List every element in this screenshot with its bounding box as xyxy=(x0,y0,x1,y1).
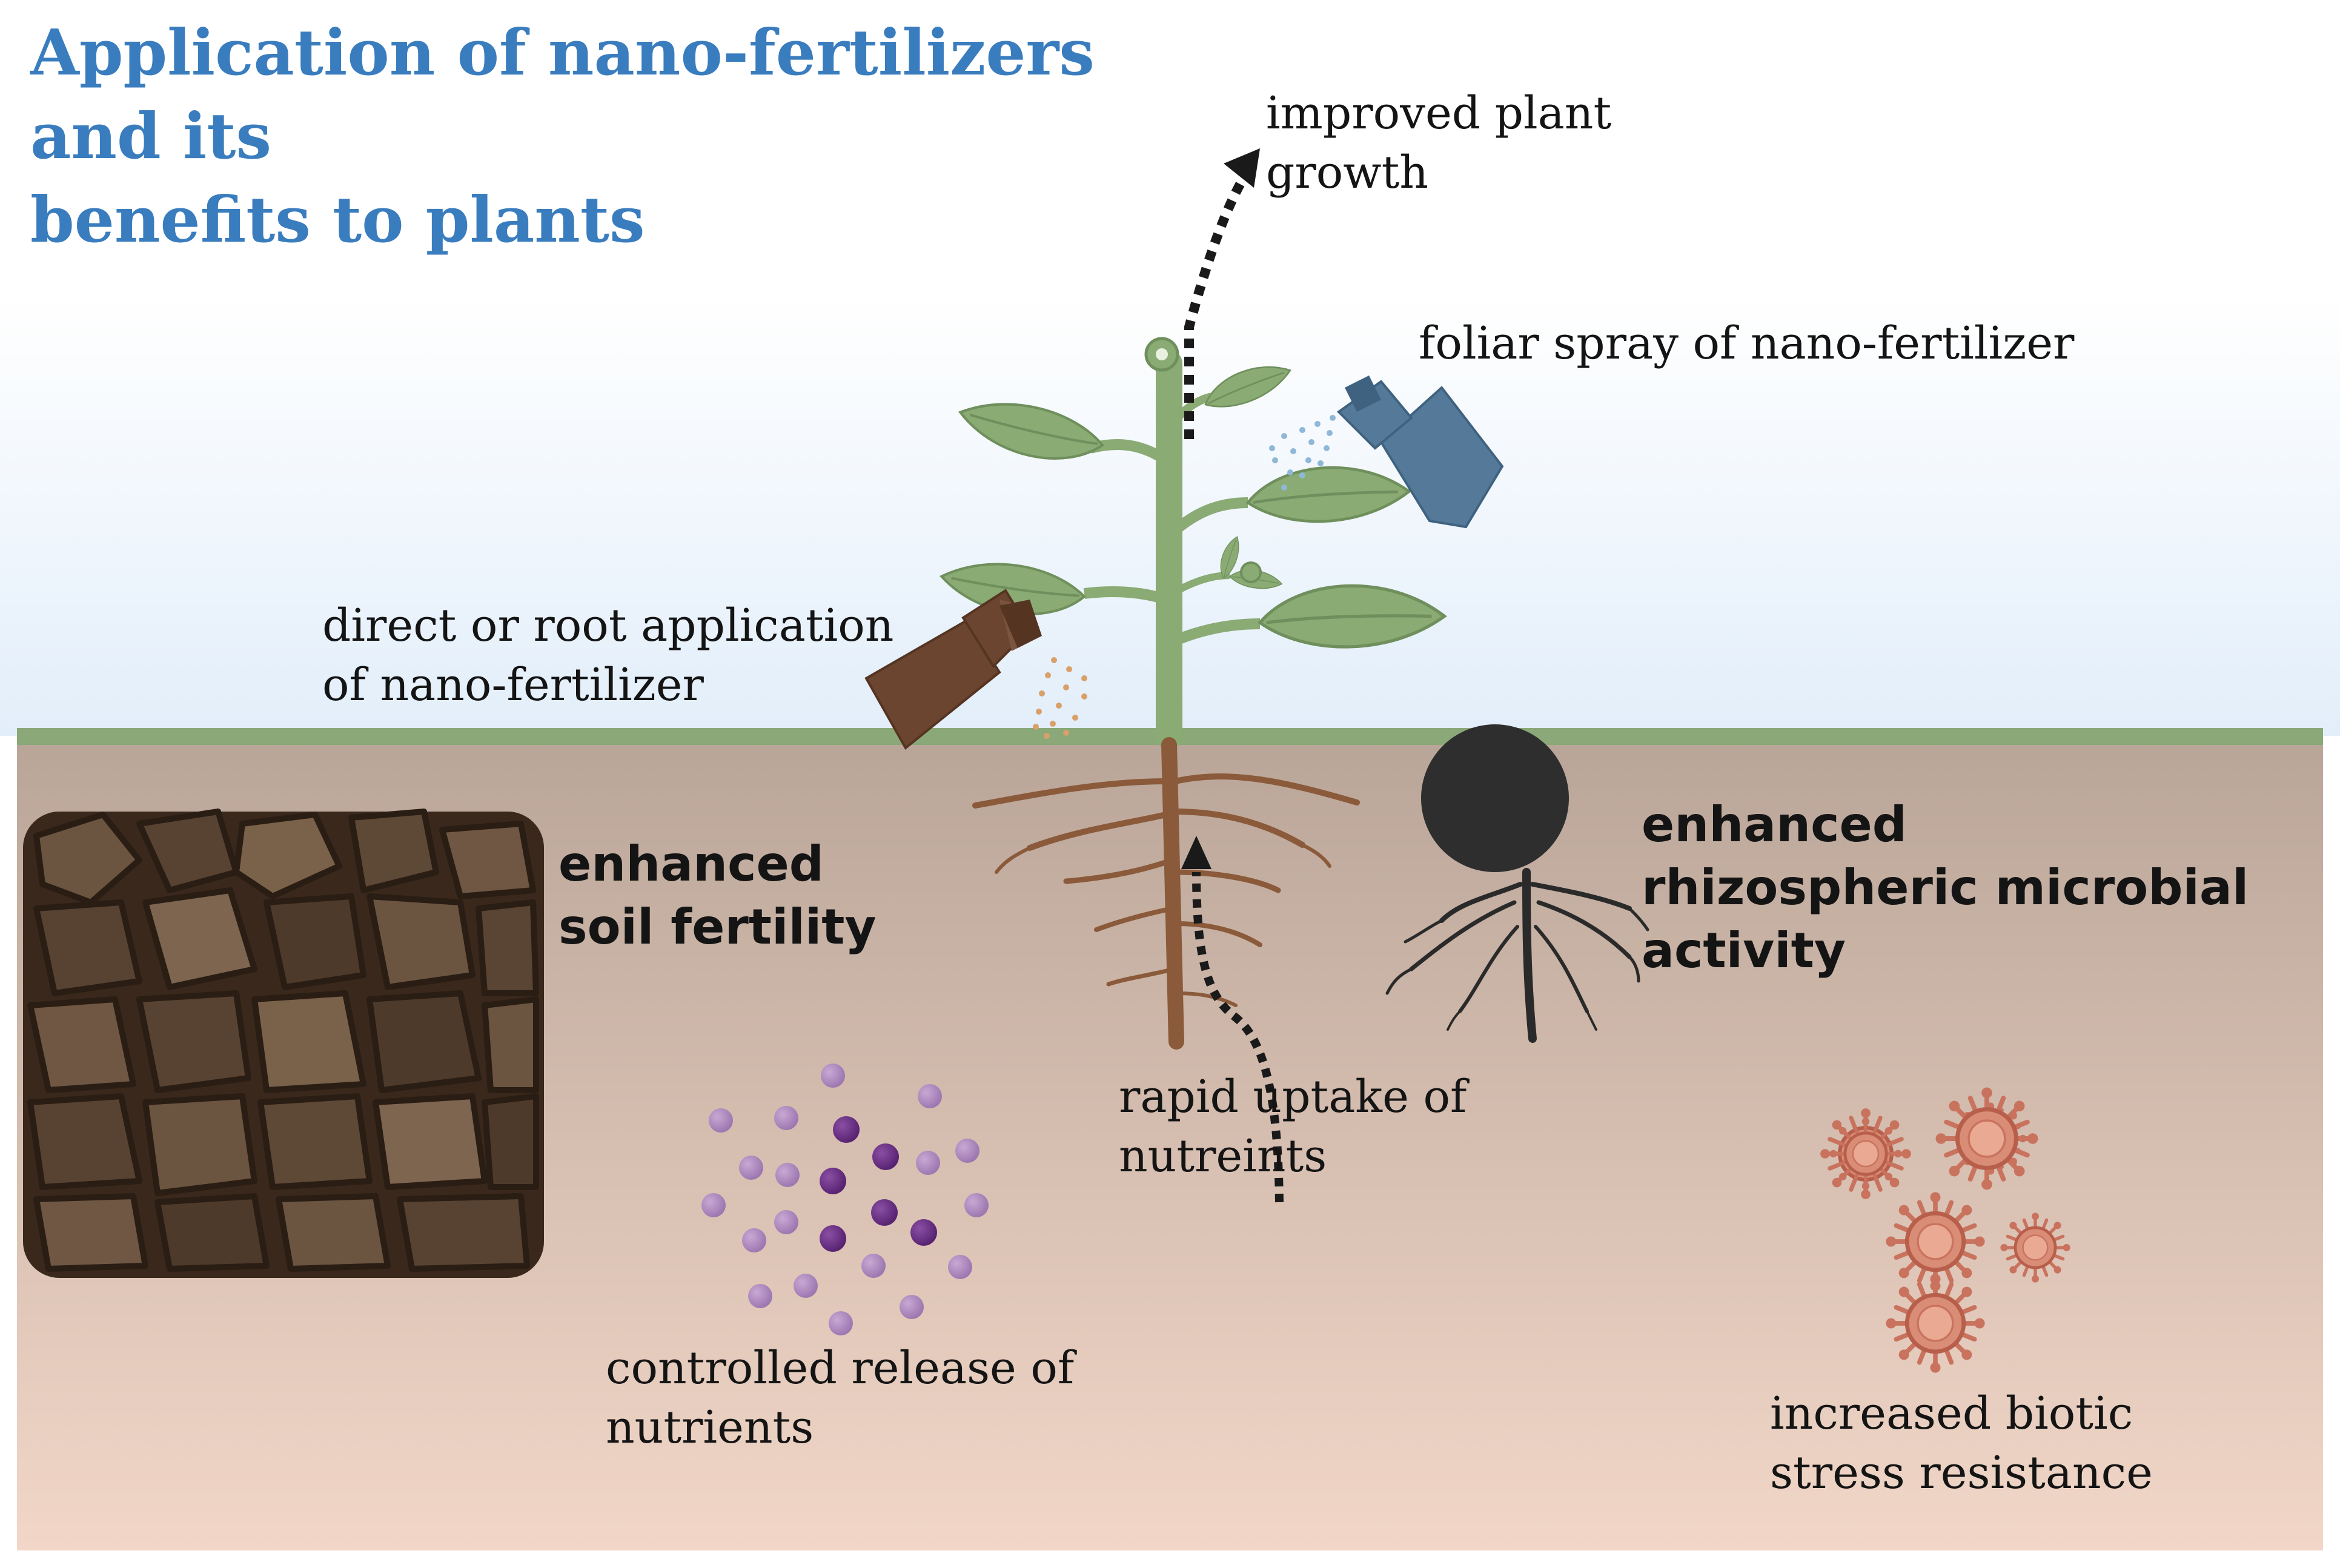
label-line: nutrients xyxy=(606,1398,1151,1457)
label-line: increased biotic xyxy=(1770,1384,2303,1443)
title-line-1: Application of nano-fertilizers and its xyxy=(30,11,1242,178)
label-improved-growth: improved plant growth xyxy=(1266,84,1690,202)
soil-clods-icon xyxy=(23,812,544,1278)
label-line: activity xyxy=(1642,919,2320,982)
label-line: of nano-fertilizer xyxy=(322,655,989,715)
label-line: soil fertility xyxy=(558,896,983,959)
label-stress-resistance: increased biotic stress resistance xyxy=(1770,1384,2303,1503)
diagram-title: Application of nano-fertilizers and its … xyxy=(30,11,1242,262)
label-microbial-activity: enhanced rhizospheric microbial activity xyxy=(1642,793,2320,982)
label-line: improved plant xyxy=(1266,84,1690,143)
label-line: enhanced xyxy=(558,833,983,896)
label-foliar-spray: foliar spray of nano-fertilizer xyxy=(1419,314,2315,373)
label-line: enhanced xyxy=(1642,793,2320,856)
title-line-2: benefits to plants xyxy=(30,178,1242,262)
label-line: rapid uptake of xyxy=(1119,1067,1603,1126)
label-root-application: direct or root application of nano-ferti… xyxy=(322,596,989,715)
label-line: direct or root application xyxy=(322,596,989,655)
label-line: controlled release of xyxy=(606,1338,1151,1398)
label-soil-fertility: enhanced soil fertility xyxy=(558,833,983,959)
label-line: nutreints xyxy=(1119,1126,1603,1186)
label-line: rhizospheric microbial xyxy=(1642,856,2320,919)
label-line: stress resistance xyxy=(1770,1443,2303,1503)
label-line: growth xyxy=(1266,143,1690,202)
label-controlled-release: controlled release of nutrients xyxy=(606,1338,1151,1457)
label-rapid-uptake: rapid uptake of nutreints xyxy=(1119,1067,1603,1186)
label-line: foliar spray of nano-fertilizer xyxy=(1419,314,2315,373)
